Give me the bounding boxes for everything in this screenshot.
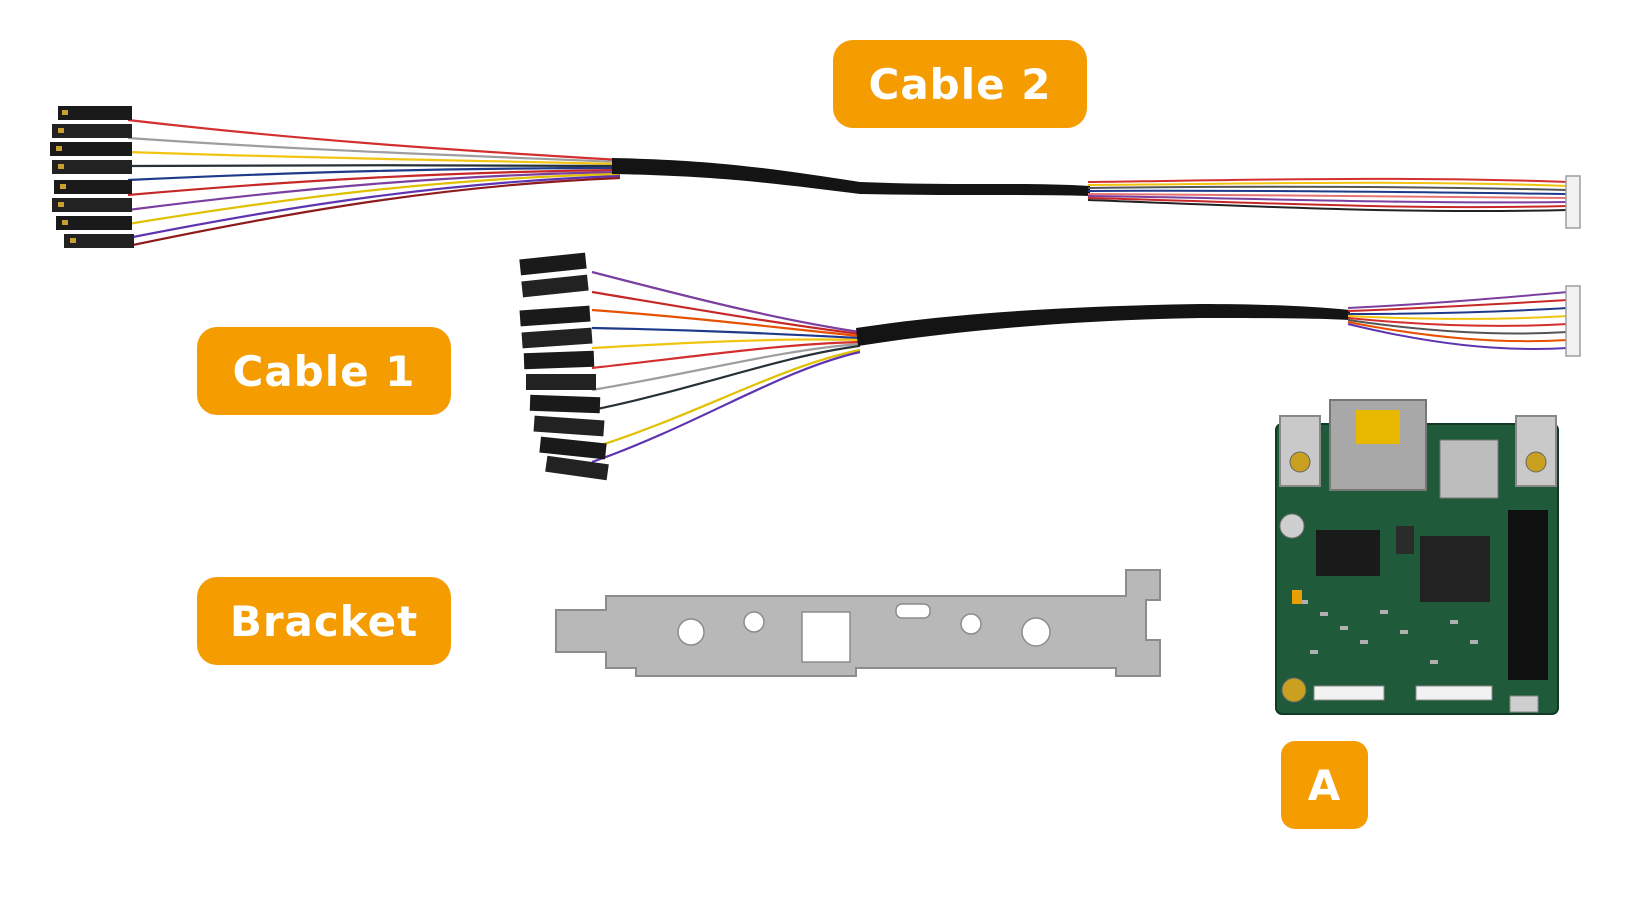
cable-2	[50, 106, 1581, 248]
cable-2-wires-left	[127, 118, 621, 248]
cable-1-jacket	[856, 304, 1350, 346]
cable-2-label: Cable 2	[833, 40, 1087, 128]
bracket-illustration	[555, 569, 1161, 677]
cable-2-right-connector	[1565, 175, 1581, 229]
bracket-label: Bracket	[197, 577, 451, 665]
cable-1	[519, 252, 1581, 481]
board-a-label-text: A	[1307, 760, 1342, 810]
cable-2-jacket	[612, 158, 1090, 196]
board-a-illustration	[1275, 399, 1559, 715]
cable-1-wires-right	[1347, 291, 1569, 350]
cable-1-label-text: Cable 1	[232, 346, 416, 396]
cable-2-label-text: Cable 2	[868, 59, 1052, 109]
cable-1-wires-left	[591, 270, 861, 464]
cable-2-left-connectors	[50, 106, 134, 248]
cable-2-wires-right	[1087, 177, 1569, 213]
cable-1-left-connectors	[519, 252, 609, 481]
cable-1-label: Cable 1	[197, 327, 451, 415]
bracket-label-text: Bracket	[229, 596, 419, 646]
board-a-label: A	[1281, 741, 1368, 829]
cable-1-right-connector	[1565, 285, 1581, 357]
